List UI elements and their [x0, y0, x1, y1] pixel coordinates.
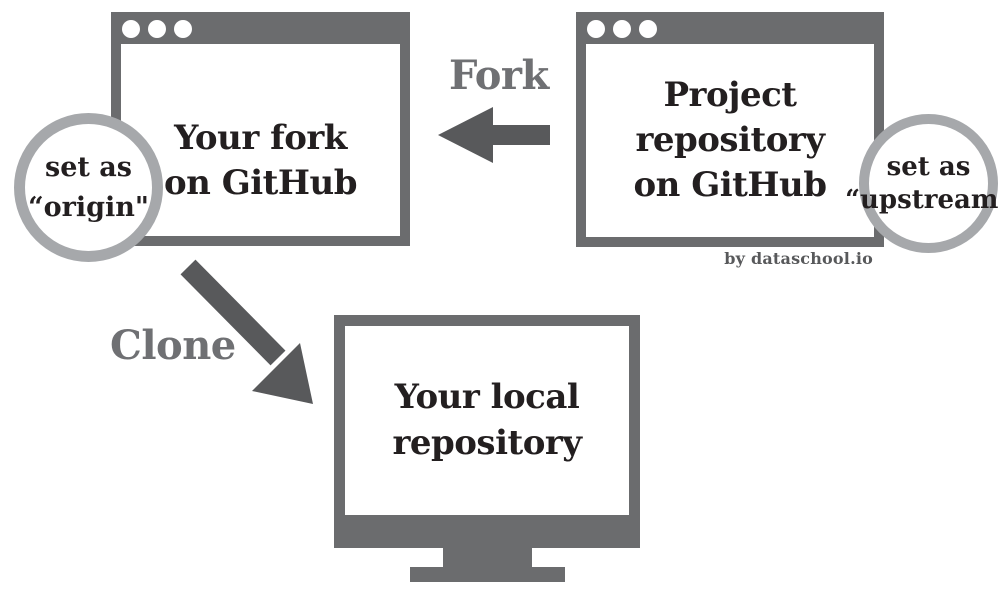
fork-window-title-line2: on GitHub — [163, 163, 358, 203]
upstream-badge-line2: “upstream" — [845, 184, 1000, 215]
monitor-title: Your local repository — [392, 375, 582, 465]
upstream-badge-line1: set as — [886, 152, 971, 182]
origin-badge-line2: “origin" — [28, 191, 149, 223]
monitor-screen: Your local repository — [345, 326, 629, 515]
window-dot-icon — [148, 20, 166, 38]
fork-window-content: Your fork on GitHub — [121, 44, 400, 236]
project-window-title-line1: Project — [663, 74, 797, 115]
fork-window-title: Your fork on GitHub — [163, 116, 358, 206]
window-dots-icon — [587, 20, 657, 38]
monitor-title-line1: Your local — [394, 377, 580, 418]
window-dot-icon — [639, 20, 657, 38]
monitor-stand-neck — [443, 548, 532, 567]
window-dot-icon — [174, 20, 192, 38]
monitor-title-line2: repository — [392, 422, 582, 463]
window-dot-icon — [587, 20, 605, 38]
fork-window: Your fork on GitHub — [111, 12, 410, 246]
credit-text: by dataschool.io — [724, 249, 873, 268]
project-window-title: Project repository on GitHub — [633, 73, 827, 209]
fork-window-title-line1: Your fork — [174, 117, 347, 158]
window-dot-icon — [613, 20, 631, 38]
origin-badge-line1: set as — [45, 152, 132, 184]
clone-arrow-icon — [180, 259, 313, 404]
project-window-title-line3: on GitHub — [633, 165, 827, 206]
monitor: Your local repository — [334, 315, 640, 548]
fork-arrow-icon — [438, 107, 550, 163]
project-window: Project repository on GitHub — [576, 12, 884, 247]
window-dot-icon — [122, 20, 140, 38]
upstream-badge: set as “upstream" — [845, 114, 1000, 253]
project-window-content: Project repository on GitHub — [586, 44, 874, 237]
monitor-stand-base — [410, 567, 565, 582]
window-dots-icon — [122, 20, 192, 38]
fork-label: Fork — [449, 52, 549, 99]
clone-label: Clone — [110, 322, 236, 369]
project-window-title-line2: repository — [635, 119, 825, 160]
origin-badge: set as “origin" — [14, 113, 163, 262]
